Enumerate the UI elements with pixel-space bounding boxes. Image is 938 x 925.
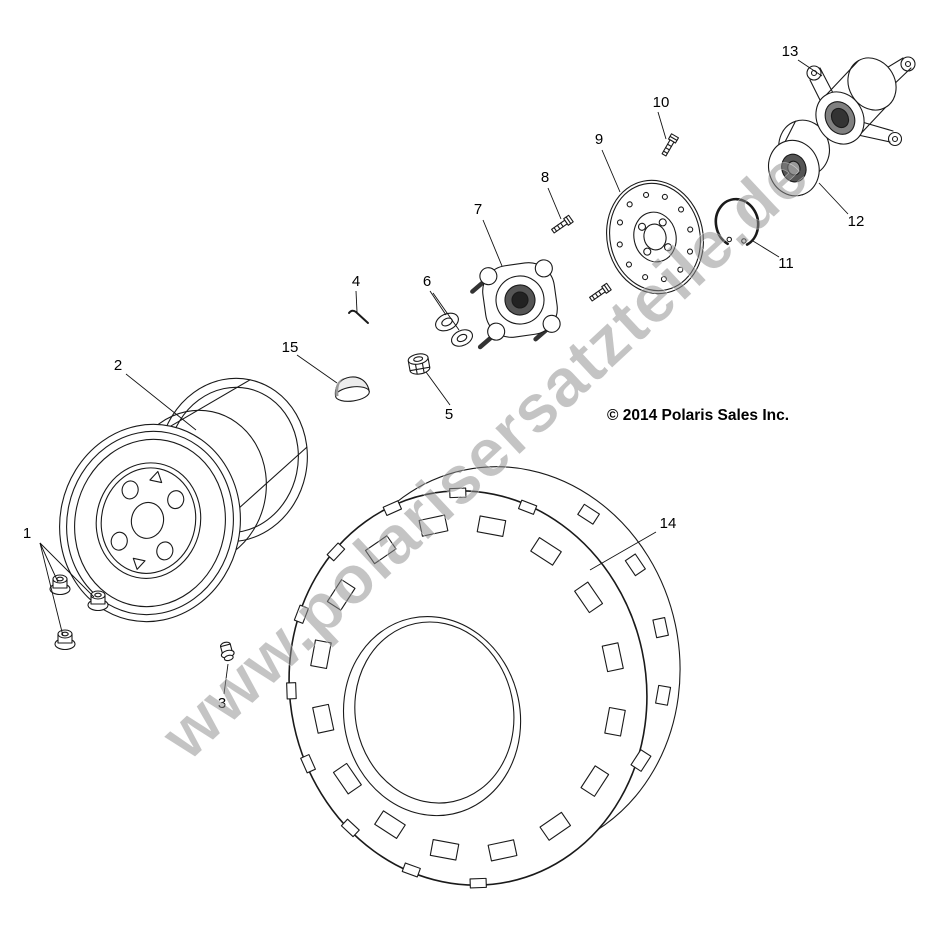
- callout-11-leader: [752, 240, 780, 258]
- callout-4-leader: [355, 290, 358, 313]
- callout-14: 14: [660, 515, 677, 532]
- callout-5: 5: [445, 406, 453, 423]
- tire: [286, 466, 681, 889]
- callout-12-leader: [818, 182, 849, 215]
- callout-13: 13: [782, 43, 799, 60]
- callout-10: 10: [653, 94, 670, 111]
- callout-13-leader: [797, 59, 823, 77]
- callout-6-leader-a: [429, 290, 447, 316]
- washers: [435, 312, 474, 347]
- callout-9: 9: [595, 131, 603, 148]
- callout-8: 8: [541, 169, 549, 186]
- hub-cap: [334, 376, 370, 402]
- lug-nuts: [49, 574, 109, 651]
- callout-6-leader-b: [432, 292, 460, 331]
- callout-6: 6: [423, 273, 431, 290]
- callout-1-leader-b: [39, 542, 95, 598]
- tread-blocks: [286, 487, 672, 889]
- callout-1-leader-a: [39, 542, 59, 583]
- callout-15: 15: [282, 339, 299, 356]
- callout-15-leader: [296, 354, 338, 384]
- valve-stem: [219, 641, 235, 662]
- callout-1-leader-c: [39, 542, 64, 637]
- wheel-rim: [59, 377, 308, 623]
- callout-3-leader: [223, 663, 229, 695]
- callout-8-leader: [547, 187, 562, 220]
- callout-10-leader: [657, 111, 667, 140]
- callout-9-leader: [601, 149, 621, 193]
- callout-2-leader: [125, 373, 197, 431]
- hub-bolt-2: [589, 282, 612, 302]
- cotter-pin: [348, 309, 369, 324]
- snap-ring: [714, 197, 760, 246]
- callout-11: 11: [778, 255, 794, 272]
- callout-leaders: [39, 59, 849, 695]
- hub-bolt: [551, 214, 574, 234]
- copyright-text: © 2014 Polaris Sales Inc.: [607, 407, 789, 424]
- wheel-hub: [470, 259, 561, 350]
- callout-1: 1: [23, 525, 31, 542]
- castle-nut: [407, 353, 431, 375]
- bearing: [768, 119, 830, 197]
- brake-disc: [606, 179, 704, 295]
- callout-3: 3: [218, 695, 226, 712]
- diagram-parts: [49, 56, 916, 889]
- bearing-carrier: [806, 56, 916, 147]
- callout-numbers: 1 2 3 4 5 6 7 8 9 10 11 12 13 14 15: [23, 43, 865, 712]
- callout-4: 4: [352, 273, 360, 290]
- callout-7-leader: [482, 219, 503, 267]
- callout-12: 12: [848, 213, 865, 230]
- callout-5-leader: [425, 371, 451, 406]
- callout-7: 7: [474, 201, 482, 218]
- callout-14-leader: [589, 531, 657, 571]
- disc-bolt: [661, 133, 680, 157]
- callout-2: 2: [114, 357, 122, 374]
